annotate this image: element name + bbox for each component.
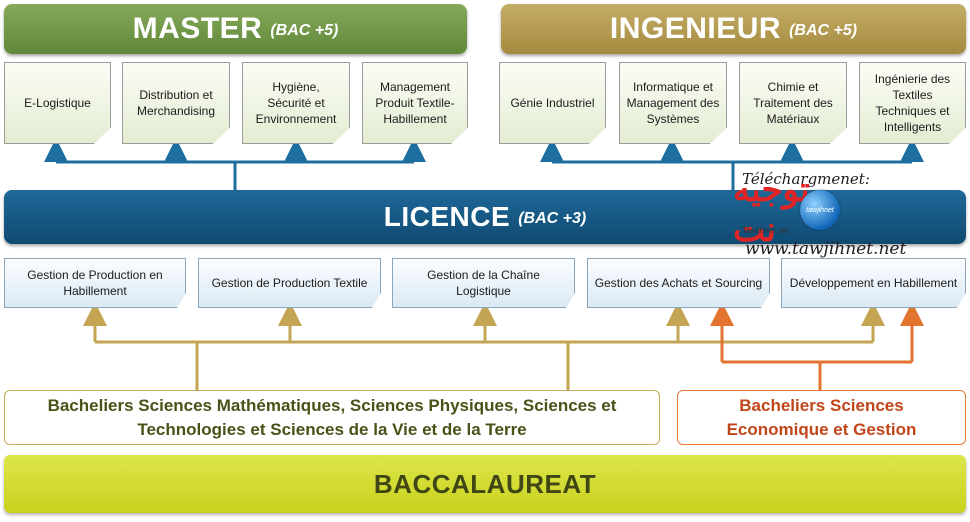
master-program-label: Distribution et Merchandising: [136, 88, 216, 118]
sciences-connectors: [83, 302, 885, 390]
licence-program-note: Développement en Habillement: [781, 258, 966, 308]
watermark-download-label: Téléchargmenet:: [742, 170, 870, 188]
baccalaureat-title: BACCALAUREAT: [373, 468, 597, 499]
watermark-small-text: Tawjihnet.net: [742, 226, 789, 235]
licence-program-label: Développement en Habillement: [789, 276, 958, 290]
master-program-note: Management Produit Textile-Habillement: [362, 62, 468, 144]
licence-program-label: Gestion des Achats et Sourcing: [594, 276, 763, 290]
master-subtitle: (BAC +5): [270, 22, 339, 39]
ingenieur-header: INGENIEUR (BAC +5): [501, 4, 966, 54]
licence-program-label: Gestion de Production Textile: [211, 276, 368, 290]
master-header: MASTER (BAC +5): [4, 4, 467, 54]
master-program-note: E-Logistique: [4, 62, 111, 144]
licence-subtitle: (BAC +3): [518, 210, 587, 227]
bacheliers-sciences-box: Bacheliers Sciences Mathématiques, Scien…: [4, 390, 660, 445]
ingenieur-program-label: Chimie et Traitement des Matériaux: [753, 80, 833, 126]
master-title: MASTER: [132, 12, 263, 45]
bacheliers-economie-label: Bacheliers Sciences Economique et Gestio…: [726, 395, 917, 439]
master-connectors: [44, 138, 426, 190]
master-program-label: Hygiène, Sécurité et Environnement: [255, 80, 337, 126]
watermark-url: www.tawjihnet.net: [745, 239, 907, 259]
licence-program-note: Gestion des Achats et Sourcing: [587, 258, 770, 308]
bacheliers-economie-box: Bacheliers Sciences Economique et Gestio…: [677, 390, 966, 445]
master-program-label: Management Produit Textile-Habillement: [375, 80, 455, 126]
bacheliers-sciences-label: Bacheliers Sciences Mathématiques, Scien…: [47, 395, 617, 439]
master-program-label: E-Logistique: [24, 96, 91, 110]
watermark-globe-text: tawjihnet: [806, 206, 834, 214]
ingenieur-program-label: Informatique et Management des Systèmes: [626, 80, 720, 126]
licence-program-note: Gestion de la Chaîne Logistique: [392, 258, 575, 308]
master-program-note: Distribution et Merchandising: [122, 62, 230, 144]
licence-program-note: Gestion de Production Textile: [198, 258, 381, 308]
globe-icon: tawjihnet: [800, 190, 840, 230]
ingenieur-connectors: [540, 138, 924, 190]
master-program-note: Hygiène, Sécurité et Environnement: [242, 62, 350, 144]
ingenieur-subtitle: (BAC +5): [789, 22, 858, 39]
licence-program-label: Gestion de Production en Habillement: [27, 268, 163, 298]
ingenieur-program-label: Ingénierie des Textiles Techniques et In…: [874, 72, 951, 134]
licence-program-label: Gestion de la Chaîne Logistique: [427, 268, 540, 298]
ingenieur-program-note: Génie Industriel: [499, 62, 606, 144]
ingenieur-program-note: Chimie et Traitement des Matériaux: [739, 62, 847, 144]
baccalaureat-header: BACCALAUREAT: [4, 455, 966, 513]
ingenieur-program-label: Génie Industriel: [510, 96, 595, 110]
licence-title: LICENCE: [383, 201, 511, 232]
ingenieur-program-note: Ingénierie des Textiles Techniques et In…: [859, 62, 966, 144]
ingenieur-program-note: Informatique et Management des Systèmes: [619, 62, 727, 144]
licence-program-note: Gestion de Production en Habillement: [4, 258, 186, 308]
ingenieur-title: INGENIEUR: [609, 12, 782, 45]
economie-connectors: [710, 302, 924, 390]
